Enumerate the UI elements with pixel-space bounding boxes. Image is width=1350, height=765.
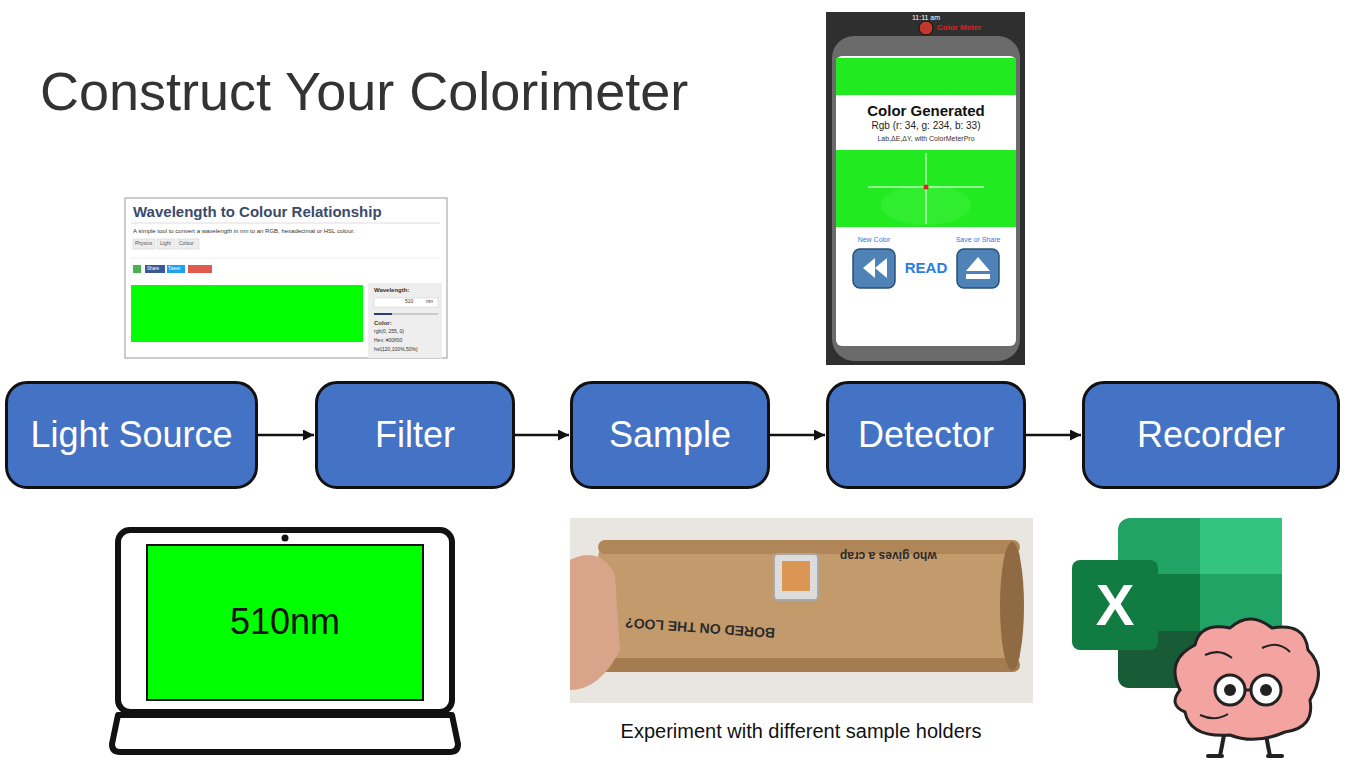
laptop-icon	[112, 530, 458, 752]
wavelength-label: 510nm	[230, 601, 340, 642]
process-box: Filter	[315, 381, 515, 489]
tag: Physics	[135, 241, 152, 247]
flow-arrow	[770, 434, 825, 437]
printed-text: who gives a crap	[840, 548, 937, 562]
button-label: READ	[905, 259, 948, 276]
tag: Colour	[179, 241, 194, 247]
phone-screenshot	[826, 12, 1025, 365]
color-value: hsl(120,100%,50%)	[374, 347, 418, 353]
process-box: Recorder	[1082, 381, 1340, 489]
button-label: Save or Share	[956, 236, 1001, 244]
color-value: Hex: #00ff00	[374, 338, 402, 344]
sample-holder-photo	[570, 518, 1033, 703]
app-name: Color Meter	[937, 23, 981, 32]
box-label: Light Source	[30, 415, 232, 455]
color-value: rgb(0, 255, 0)	[374, 329, 404, 335]
color-value: Rgb (r: 34, g: 234, b: 33)	[872, 120, 981, 132]
box-label: Recorder	[1137, 415, 1285, 455]
button-label: New Color	[858, 236, 891, 244]
icon-letter: X	[1096, 572, 1135, 639]
process-box: Sample	[570, 381, 770, 489]
page-text: A simple tool to convert a wavelength in…	[133, 228, 355, 235]
page-title: Construct Your Colorimeter	[40, 60, 688, 122]
photo-caption: Experiment with different sample holders	[621, 720, 982, 743]
field-value: 510	[405, 299, 413, 305]
field-unit: nm	[426, 299, 433, 305]
process-box: Light Source	[5, 381, 258, 489]
field-label: Wavelength:	[374, 287, 409, 294]
button-label: Share	[147, 266, 159, 271]
brain-mascot	[1175, 619, 1319, 756]
box-label: Sample	[609, 415, 731, 455]
page-heading: Wavelength to Colour Relationship	[133, 203, 382, 220]
flow-arrow	[258, 434, 314, 437]
button-label: Tweet	[168, 266, 180, 271]
field-label: Color:	[374, 320, 392, 327]
flow-arrow	[515, 434, 569, 437]
app-text: Lab,ΔE,ΔY, with ColorMeterPro	[877, 135, 974, 143]
process-box: Detector	[826, 381, 1026, 489]
app-heading: Color Generated	[867, 102, 985, 119]
flow-arrow	[1026, 434, 1081, 437]
web-screenshot	[125, 198, 447, 358]
box-label: Detector	[858, 415, 994, 455]
status-time: 11:11 am	[912, 14, 940, 22]
tag: Light	[160, 241, 171, 247]
box-label: Filter	[375, 415, 455, 455]
